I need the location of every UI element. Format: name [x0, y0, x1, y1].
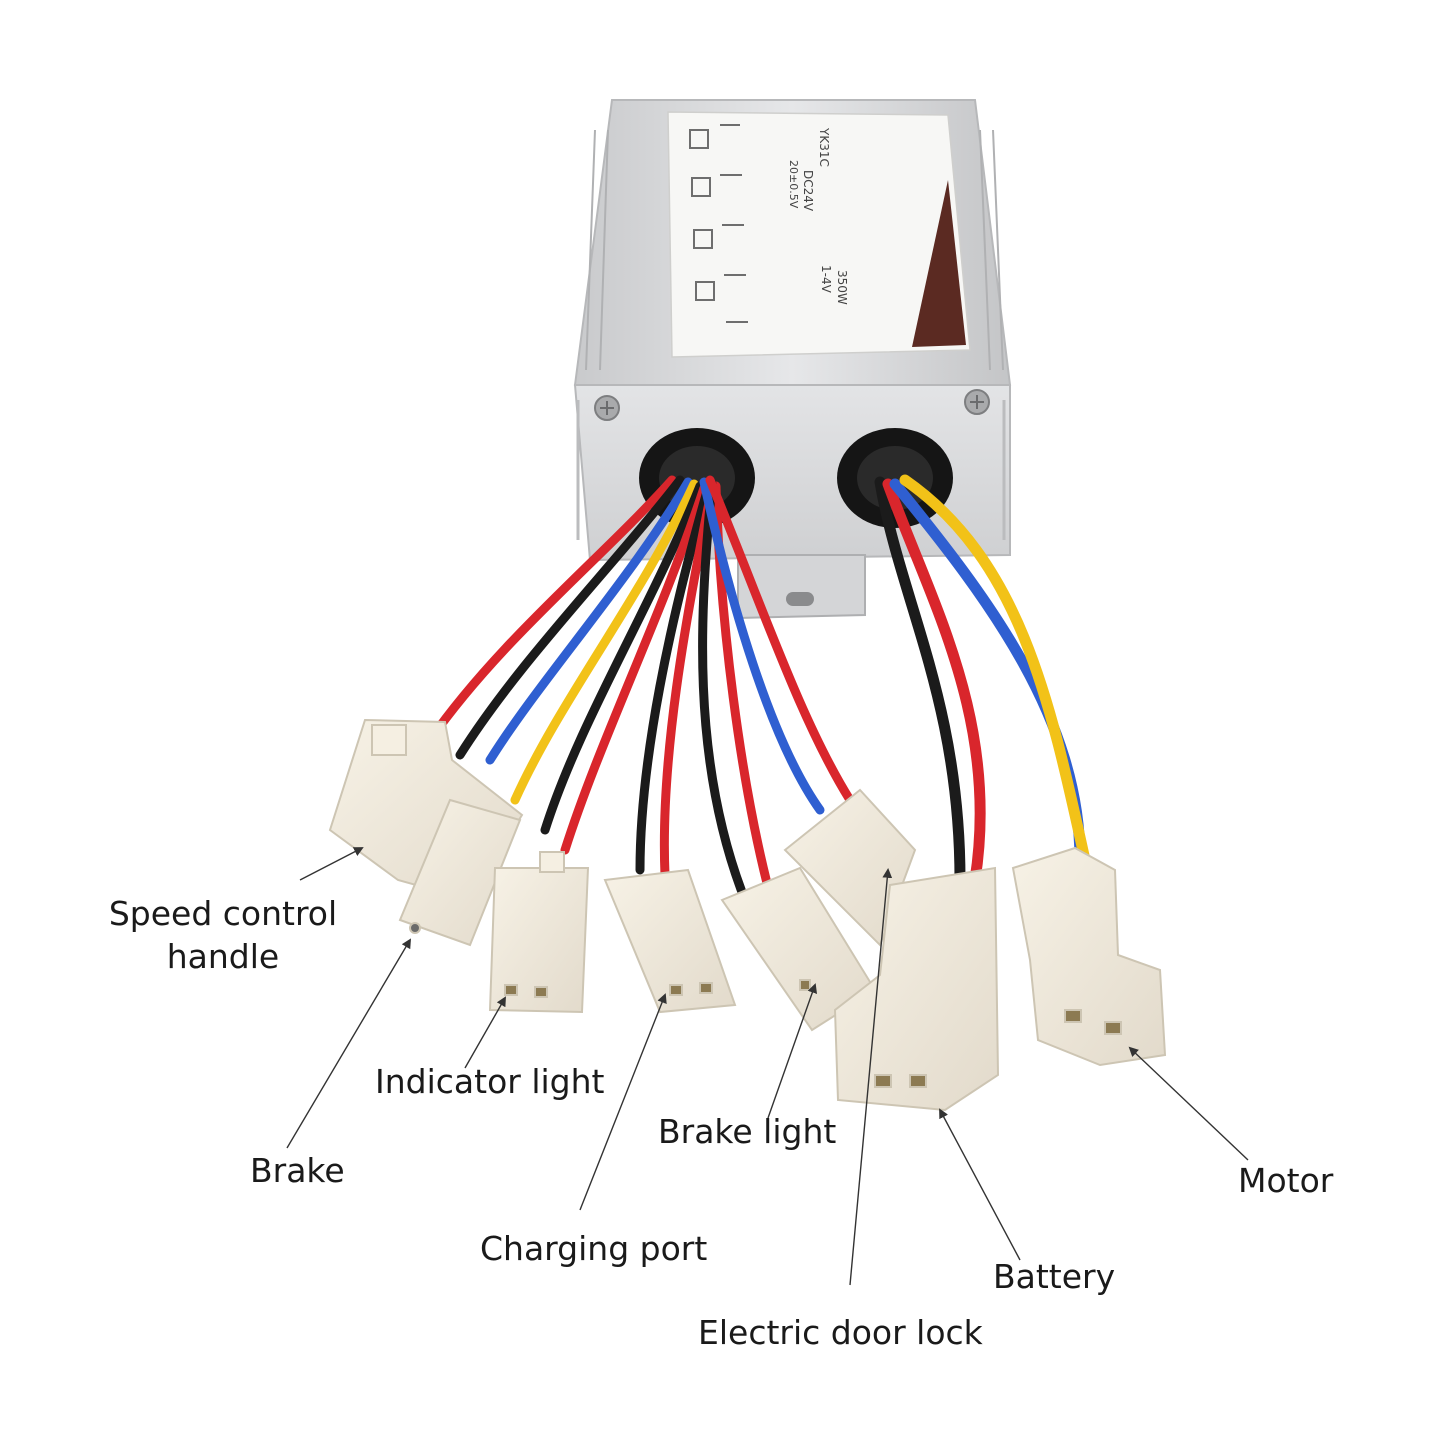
label-battery: Battery: [993, 1257, 1116, 1296]
connector-brake: [398, 798, 522, 947]
connector-battery: [833, 866, 1000, 1112]
left-wire-bundle: [425, 475, 855, 905]
leader-lines: [286, 847, 1249, 1286]
connector-indicator: [488, 851, 590, 1014]
sticker-voltage: DC24V: [801, 170, 815, 212]
connector-charging: [603, 868, 737, 1014]
connectors: [328, 718, 1167, 1112]
sticker-model: YK31C: [817, 127, 831, 167]
label-speed-control: Speed control handle: [100, 893, 346, 979]
sticker-undervoltage: 20±0.5V: [787, 160, 800, 209]
label-charging-port: Charging port: [480, 1229, 708, 1268]
label-motor: Motor: [1238, 1161, 1334, 1200]
label-speed-control-line1: Speed control: [108, 894, 338, 933]
sticker-power: 350W: [835, 270, 849, 305]
label-speed-control-line2: handle: [166, 936, 280, 976]
label-brake: Brake: [250, 1151, 345, 1190]
label-brake-light: Brake light: [658, 1112, 837, 1151]
right-wire-bundle: [874, 474, 1091, 886]
product-sticker: YK31C DC24V 20±0.5V 350W 1-4V: [667, 111, 971, 358]
connector-door-lock: [783, 788, 917, 947]
label-electric-door-lock: Electric door lock: [698, 1313, 983, 1352]
connector-motor: [1011, 846, 1167, 1067]
sticker-throttle: 1-4V: [819, 265, 833, 294]
label-indicator-light: Indicator light: [375, 1062, 605, 1101]
